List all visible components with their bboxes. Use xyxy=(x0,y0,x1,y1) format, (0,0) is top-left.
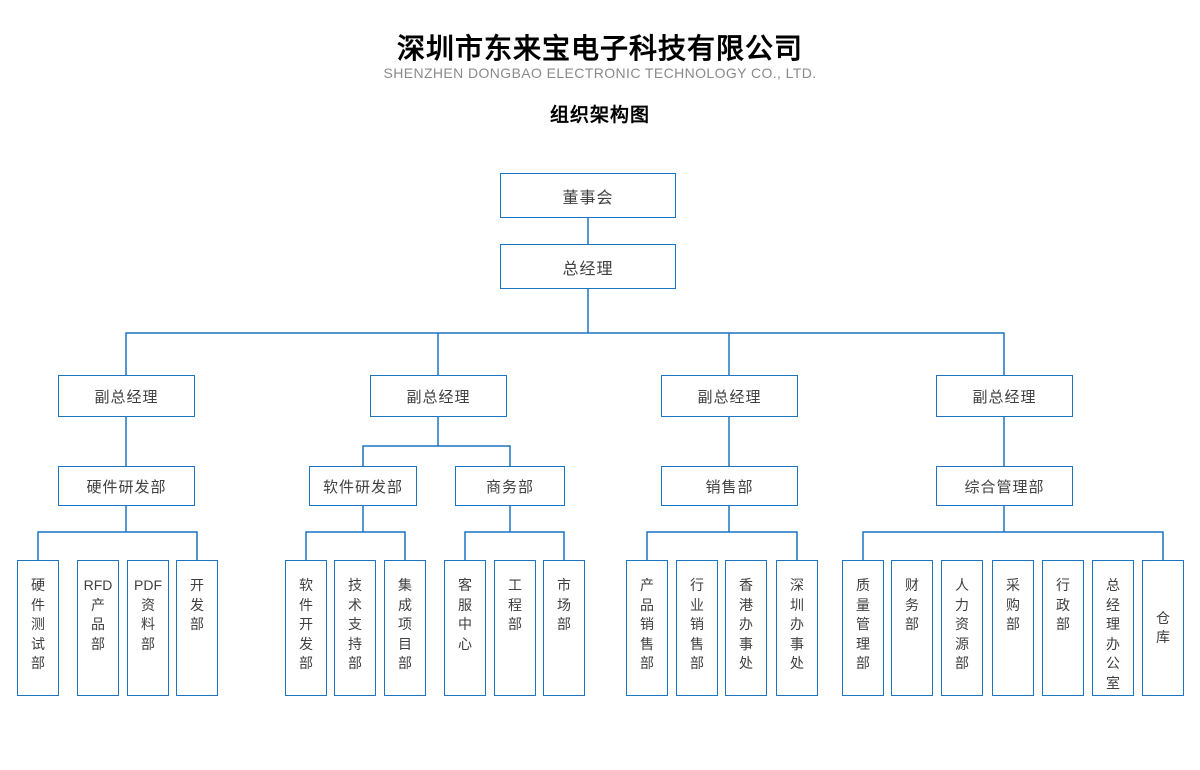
connector-vp2-fork xyxy=(362,445,511,466)
connector-hardware-fork xyxy=(37,531,198,560)
connector-sales-fork xyxy=(646,531,798,560)
leaf-pdf-data-dept: PDF 资 料 部 xyxy=(127,560,169,696)
leaf-integration-project-dept: 集 成 项 目 部 xyxy=(384,560,426,696)
node-vp-4: 副总经理 xyxy=(936,375,1073,417)
leaf-purchasing-dept: 采 购 部 xyxy=(992,560,1034,696)
leaf-market-dept: 市 场 部 xyxy=(543,560,585,696)
node-board-of-directors: 董事会 xyxy=(500,173,676,218)
leaf-shenzhen-office: 深 圳 办 事 处 xyxy=(776,560,818,696)
leaf-product-sales-dept: 产 品 销 售 部 xyxy=(626,560,668,696)
leaf-rfd-product-dept: RFD 产 品 部 xyxy=(77,560,119,696)
node-vp-1: 副总经理 xyxy=(58,375,195,417)
node-general-admin-dept: 综合管理部 xyxy=(936,466,1073,506)
leaf-customer-service-center: 客 服 中 心 xyxy=(444,560,486,696)
leaf-hr-dept: 人 力 资 源 部 xyxy=(941,560,983,696)
leaf-gm-office: 总 经 理 办 公 室 xyxy=(1092,560,1134,696)
leaf-software-dev-dept: 软 件 开 发 部 xyxy=(285,560,327,696)
leaf-hongkong-office: 香 港 办 事 处 xyxy=(725,560,767,696)
node-software-rd-dept: 软件研发部 xyxy=(309,466,417,506)
node-sales-dept: 销售部 xyxy=(661,466,798,506)
company-name-zh: 深圳市东来宝电子科技有限公司 xyxy=(396,33,803,64)
leaf-industry-sales-dept: 行 业 销 售 部 xyxy=(676,560,718,696)
connector-software-fork xyxy=(305,531,406,560)
chart-title: 组织架构图 xyxy=(549,105,650,126)
node-vp-2: 副总经理 xyxy=(370,375,507,417)
leaf-administration-dept: 行 政 部 xyxy=(1042,560,1084,696)
leaf-quality-mgmt-dept: 质 量 管 理 部 xyxy=(842,560,884,696)
connector-admin-fork xyxy=(862,531,1164,560)
connector-top-rail xyxy=(125,332,1005,375)
connector-business-fork xyxy=(464,531,565,560)
node-business-dept: 商务部 xyxy=(455,466,565,506)
node-vp-3: 副总经理 xyxy=(661,375,798,417)
node-hardware-rd-dept: 硬件研发部 xyxy=(58,466,195,506)
node-general-manager: 总经理 xyxy=(500,244,676,289)
leaf-tech-support-dept: 技 术 支 持 部 xyxy=(334,560,376,696)
leaf-finance-dept: 财 务 部 xyxy=(891,560,933,696)
leaf-hardware-test-dept: 硬 件 测 试 部 xyxy=(17,560,59,696)
leaf-development-dept: 开 发 部 xyxy=(176,560,218,696)
leaf-warehouse: 仓 库 xyxy=(1142,560,1184,696)
company-name-en: SHENZHEN DONGBAO ELECTRONIC TECHNOLOGY C… xyxy=(383,65,817,81)
leaf-engineering-dept: 工 程 部 xyxy=(494,560,536,696)
